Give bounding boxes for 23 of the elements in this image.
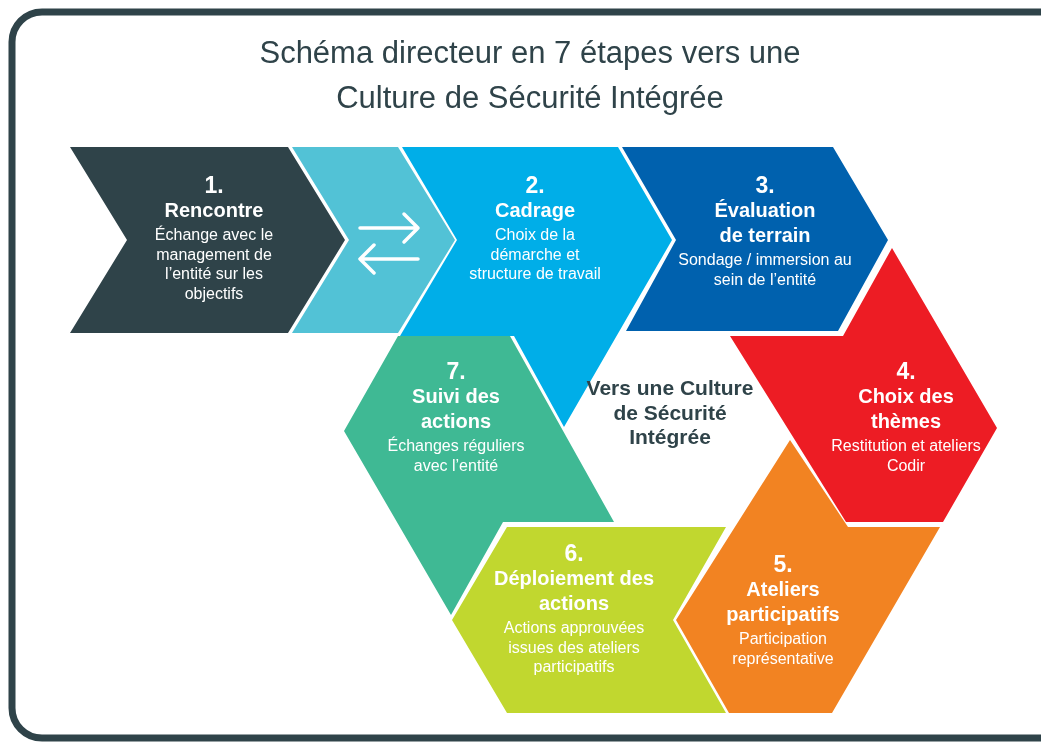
step-number: 5. xyxy=(773,551,793,577)
step-number: 2. xyxy=(525,172,545,198)
step-title: Cadrage xyxy=(495,198,575,223)
step-description: Échange avec le management de l’entité sur les objectifs xyxy=(153,225,275,303)
step-title: Ateliers participatifs xyxy=(725,577,841,627)
step-number: 6. xyxy=(564,540,584,566)
diagram-title: Schéma directeur en 7 étapes vers une Culture de Sécurité Intégrée xyxy=(258,34,802,117)
step-description: Participation représentative xyxy=(731,629,835,668)
step-description: Échanges réguliers avec l’entité xyxy=(386,436,526,475)
step-title: Rencontre xyxy=(164,198,264,223)
center-caption: Vers une Culture de Sécurité Intégrée xyxy=(585,376,755,450)
step-description: Restitution et ateliers Codir xyxy=(830,436,982,475)
step-description: Actions approuvées issues des ateliers participatifs xyxy=(502,618,646,677)
step-title: Choix des thèmes xyxy=(857,384,955,434)
step-title: Déploiement des actions xyxy=(492,566,655,616)
step-number: 7. xyxy=(446,358,466,384)
step-title: Évaluation de terrain xyxy=(713,198,817,248)
step-number: 3. xyxy=(755,172,775,198)
step-number: 4. xyxy=(896,358,916,384)
step-description: Choix de la démarche et structure de travail xyxy=(468,225,602,284)
step-description: Sondage / immersion au sein de l’entité xyxy=(677,250,853,289)
step-title: Suivi des actions xyxy=(411,384,501,434)
step-number: 1. xyxy=(204,172,224,198)
